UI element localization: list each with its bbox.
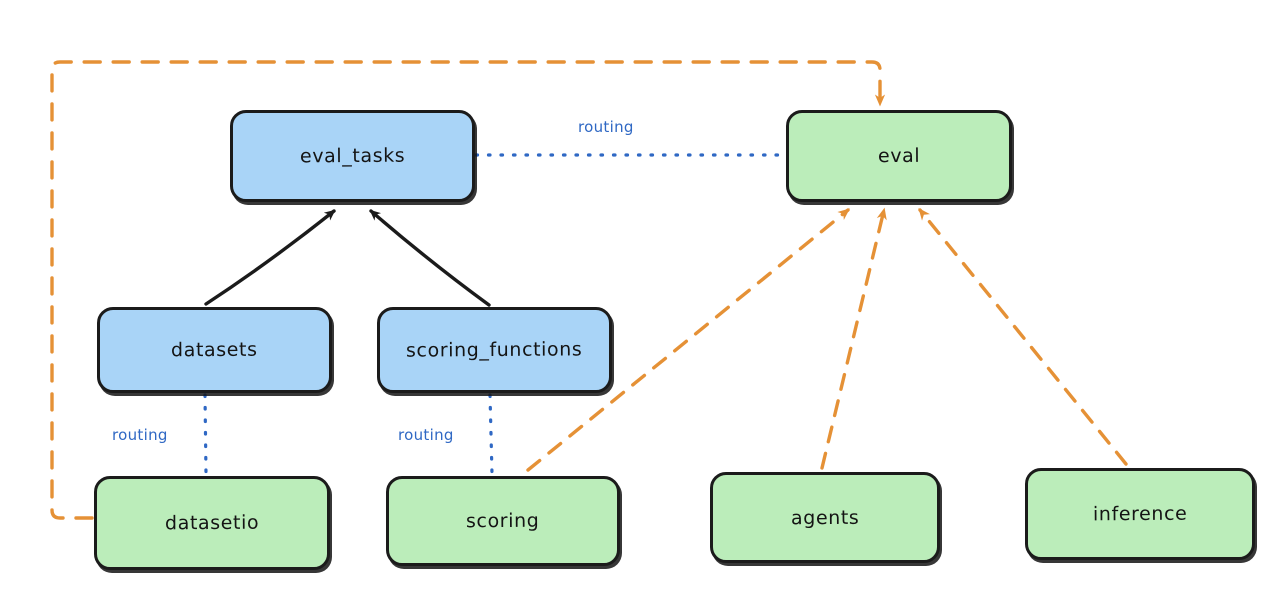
node-label: eval: [877, 144, 921, 168]
node-datasets[interactable]: datasets: [97, 307, 332, 393]
node-scoring[interactable]: scoring: [386, 476, 620, 566]
node-label: scoring: [466, 509, 540, 533]
edge-scoring-to-eval: [526, 208, 850, 472]
edge-label-routing-datasets-datasetio: routing: [112, 426, 168, 444]
edge-agents-to-eval: [820, 207, 887, 470]
node-agents[interactable]: agents: [710, 472, 940, 563]
node-datasetio[interactable]: datasetio: [94, 476, 330, 570]
node-label: eval_tasks: [299, 144, 406, 168]
node-label: datasetio: [164, 511, 260, 535]
node-label: inference: [1092, 502, 1188, 526]
edge-scoring_functions-to-eval_tasks: [369, 209, 491, 307]
edge-datasets-to-datasetio: [203, 393, 208, 476]
node-label: agents: [790, 506, 860, 529]
node-inference[interactable]: inference: [1025, 468, 1255, 560]
node-eval[interactable]: eval: [786, 110, 1012, 202]
node-label: datasets: [171, 338, 258, 362]
edge-datasets-to-eval_tasks: [204, 209, 336, 306]
edge-inference-to-eval: [918, 208, 1128, 466]
edge-datasetio-to-eval: [50, 60, 886, 520]
edge-label-routing-scoring-functions-scoring: routing: [398, 426, 454, 444]
node-eval-tasks[interactable]: eval_tasks: [230, 110, 475, 202]
node-label: scoring_functions: [406, 338, 583, 362]
edge-label-routing-eval-tasks-eval: routing: [578, 118, 634, 136]
node-scoring-functions[interactable]: scoring_functions: [377, 307, 612, 393]
edge-scoring_functions-to-scoring: [488, 393, 494, 476]
